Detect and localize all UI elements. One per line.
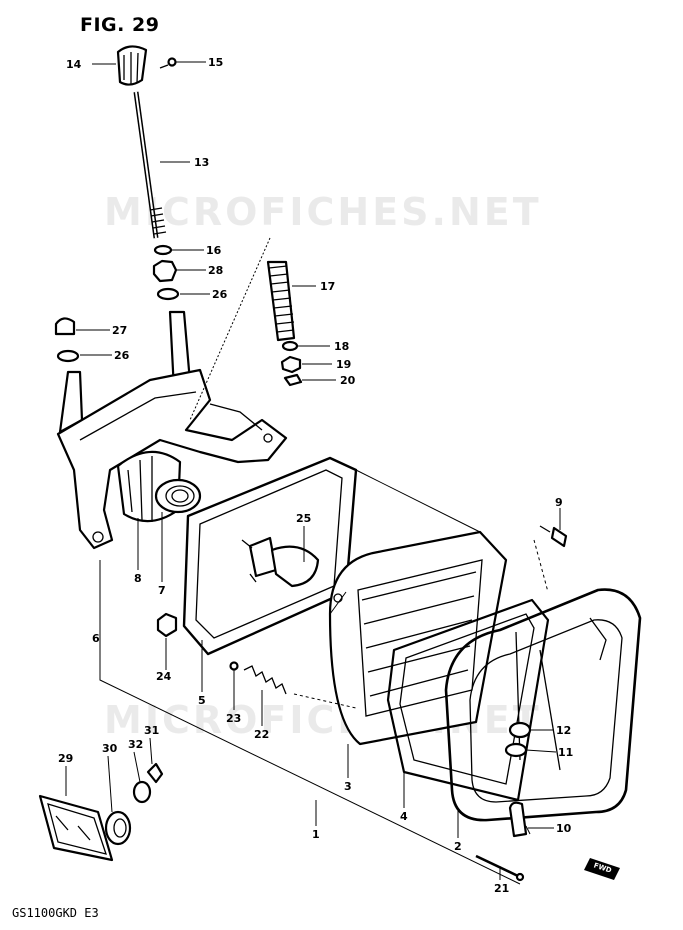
part-number-12: 12 [556,724,571,737]
part-number-24: 24 [156,670,172,683]
part-number-8: 8 [134,572,142,585]
adjuster-spring-small [243,665,287,695]
assembly-line [293,693,357,709]
position-lamp-lens [38,794,114,862]
knob-screw [159,57,177,69]
part-number-10: 10 [556,822,572,835]
mounting-bolt [508,801,528,838]
adjuster-nut [504,742,528,758]
part-number-15: 15 [208,56,223,69]
part-number-26: 26 [114,349,130,362]
assembly-line [355,469,481,533]
washer [281,340,299,352]
forward-direction-marker: FWD [584,858,620,880]
part-number-7: 7 [158,584,166,597]
nut [156,612,178,638]
model-code: GS1100GKD E3 [12,906,99,920]
part-number-2: 2 [454,840,462,853]
part-number-9: 9 [555,496,563,509]
part-number-4: 4 [400,810,408,823]
part-number-16: 16 [206,244,222,257]
part-number-3: 3 [344,780,352,793]
callout-leaders [65,61,561,880]
part-number-17: 17 [320,280,335,293]
position-lamp-bulb [146,762,164,784]
adjuster-knob [116,45,148,86]
part-number-26: 26 [212,288,228,301]
adjuster-spring [266,260,296,342]
long-screw [475,854,525,882]
part-number-18: 18 [334,340,349,353]
part-number-25: 25 [296,512,311,525]
part-number-19: 19 [336,358,351,371]
washer [56,349,80,363]
part-number-20: 20 [340,374,356,387]
part-number-6: 6 [92,632,100,645]
adjuster-grommet [508,721,532,739]
part-number-28: 28 [208,264,223,277]
washer [153,244,173,256]
spring-clip [283,373,303,387]
headlight-bulb [241,536,320,588]
part-number-22: 22 [254,728,269,741]
part-number-29: 29 [58,752,73,765]
part-number-32: 32 [128,738,143,751]
assembly-line [533,539,549,593]
figure-title: FIG. 29 [80,14,160,36]
part-number-1: 1 [312,828,320,841]
headlight-outer-case [444,588,642,822]
part-number-21: 21 [494,882,509,895]
headlight-bracket [56,310,288,550]
adjuster-rod [133,91,167,239]
cap-nut [54,317,76,336]
nut [152,259,178,283]
position-lamp-socket [132,780,152,804]
washer [156,287,180,301]
assembly-line [525,825,531,835]
headlight-inner-rim-edge [399,613,535,785]
bulb-socket [154,478,202,514]
part-number-13: 13 [194,156,209,169]
part-number-5: 5 [198,694,206,707]
nut [280,355,302,374]
assembly-line [329,591,347,615]
fastener [229,661,239,671]
assembly-line [189,237,271,421]
assembly-line [99,560,521,885]
watermark: MICROFICHES.NET [104,190,542,234]
screw [539,525,568,548]
part-number-23: 23 [226,712,241,725]
part-number-14: 14 [66,58,82,71]
part-number-11: 11 [558,746,573,759]
part-number-27: 27 [112,324,127,337]
part-number-31: 31 [144,724,159,737]
position-lamp-grommet [104,810,132,846]
part-number-30: 30 [102,742,118,755]
